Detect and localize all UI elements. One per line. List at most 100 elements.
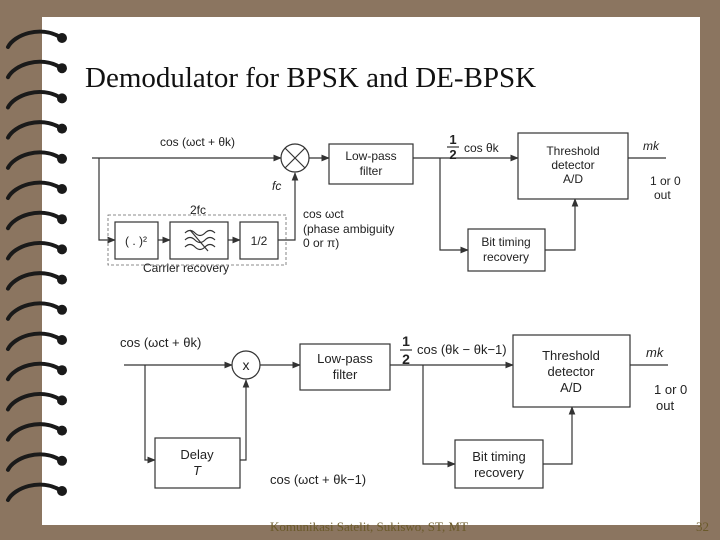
spiral-hole [57, 153, 67, 164]
top-half-text: cos θk [464, 141, 500, 155]
top-threshold-label-1: Threshold [546, 144, 599, 158]
spiral-ring [6, 271, 62, 291]
top-lpf-label-1: Low-pass [345, 149, 396, 163]
bottom-delayed-input-label: cos (ωct + θk−1) [270, 472, 366, 487]
spiral-hole [57, 93, 67, 104]
bottom-branch-to-bit-timing [422, 365, 456, 468]
bottom-lpf-label-1: Low-pass [317, 351, 373, 366]
top-half-numerator: 1 [449, 132, 456, 147]
top-cos-wct-label: cos ωct [303, 207, 344, 221]
bottom-diagram: x cos (ωct + θk) Low-pass filter 1 2 cos… [120, 333, 687, 489]
top-diagram: cos (ωct + θk) fc Low-pass filter 1 2 co… [92, 132, 681, 275]
bottom-output-label-1: 1 or 0 [654, 382, 687, 397]
spiral-ring [6, 180, 62, 200]
spiral-ring [6, 210, 62, 231]
top-phase-label-1: (phase ambiguity [303, 222, 394, 236]
bottom-delay-label-1: Delay [180, 447, 214, 462]
top-bit-timing-label-2: recovery [483, 250, 529, 264]
bottom-half-numerator: 1 [402, 333, 410, 349]
spiral-ring [6, 89, 62, 110]
spiral-hole [57, 184, 67, 194]
footer-text: Komunikasi Satelit, Sukiswo, ST, MT [270, 519, 469, 534]
spiral-ring [6, 59, 62, 80]
spiral-ring [6, 482, 62, 502]
top-threshold-label-2: detector [551, 158, 594, 172]
spiral-ring [6, 240, 62, 261]
top-branch-to-square [98, 158, 116, 244]
bottom-threshold-label-1: Threshold [542, 348, 600, 363]
spiral-hole [57, 244, 67, 255]
bottom-mixer-icon [231, 350, 261, 380]
carrier-recovery-label: Carrier recovery [143, 261, 229, 275]
spiral-hole [57, 425, 67, 436]
spiral-hole [57, 304, 67, 315]
top-phase-label-2: 0 or π) [303, 236, 339, 250]
spiral-hole [57, 395, 67, 406]
spiral-ring [6, 150, 62, 170]
spiral-hole [57, 335, 67, 345]
spiral-ring [6, 29, 62, 49]
bottom-threshold-detector [512, 334, 631, 408]
top-threshold-detector [517, 132, 629, 200]
bottom-mk-label: mk [646, 345, 665, 360]
bottom-bit-timing-label-2: recovery [474, 465, 524, 480]
bottom-delay-label-2: T [193, 463, 202, 478]
spiral-hole [57, 365, 67, 376]
top-lowpass-filter [328, 143, 414, 185]
top-divider-block [239, 221, 279, 260]
spiral-hole [57, 33, 67, 43]
top-input-label: cos (ωct + θk) [160, 135, 235, 149]
bottom-delay-to-mixer [240, 379, 250, 461]
bottom-mixer-symbol: x [243, 357, 250, 373]
slide-title: Demodulator for BPSK and DE-BPSK [85, 62, 537, 94]
bottom-bit-timing-label-1: Bit timing [472, 449, 525, 464]
top-timing-to-threshold [545, 198, 579, 251]
spiral-ring [6, 391, 62, 412]
carrier-recovery-frame [107, 214, 287, 266]
bottom-lpf-label-2: filter [333, 367, 358, 382]
top-bit-timing-recovery [467, 228, 546, 272]
top-branch-to-bit-timing [439, 158, 469, 254]
bottom-half-text: cos (θk − θk−1) [417, 342, 507, 357]
spiral-hole [57, 63, 67, 74]
bottom-threshold-label-3: A/D [560, 380, 582, 395]
top-mk-label: mk [643, 139, 660, 153]
spiral-hole [57, 455, 67, 466]
filter-icon [184, 229, 216, 252]
top-2fc-label: 2fc [190, 203, 206, 217]
top-lpf-label-2: filter [360, 164, 383, 178]
bottom-input-label: cos (ωct + θk) [120, 335, 201, 350]
bottom-lowpass-filter [299, 343, 391, 391]
top-bit-timing-label-1: Bit timing [481, 235, 530, 249]
page-number: 32 [696, 519, 709, 534]
slide-page [42, 17, 700, 525]
spiral-hole [57, 274, 67, 285]
spiral-ring [6, 301, 62, 321]
top-square-block [114, 221, 159, 260]
top-divider-label: 1/2 [251, 234, 268, 248]
spiral-ring [6, 452, 62, 472]
spiral-ring [6, 361, 62, 382]
bottom-delay-block [154, 437, 241, 489]
top-threshold-label-3: A/D [563, 172, 583, 186]
top-half-denominator: 2 [449, 147, 456, 162]
spiral-hole [57, 123, 67, 134]
bottom-bit-timing-recovery [454, 439, 544, 489]
bottom-half-denominator: 2 [402, 351, 410, 367]
top-square-label: ( . )² [125, 234, 147, 248]
spiral-ring [6, 331, 62, 351]
spiral-binding-icon [6, 29, 67, 502]
top-output-label-2: out [654, 188, 671, 202]
top-output-label-1: 1 or 0 [650, 174, 681, 188]
spiral-ring [6, 422, 62, 442]
bottom-timing-to-threshold [543, 406, 576, 465]
bottom-threshold-label-2: detector [548, 364, 596, 379]
spiral-hole [57, 486, 67, 496]
top-fc-label: fc [272, 179, 281, 193]
bottom-output-label-2: out [656, 398, 674, 413]
spiral-hole [57, 214, 67, 225]
spiral-ring [6, 120, 62, 140]
bottom-branch-to-delay [144, 365, 156, 464]
top-carrier-feedback [278, 172, 299, 241]
